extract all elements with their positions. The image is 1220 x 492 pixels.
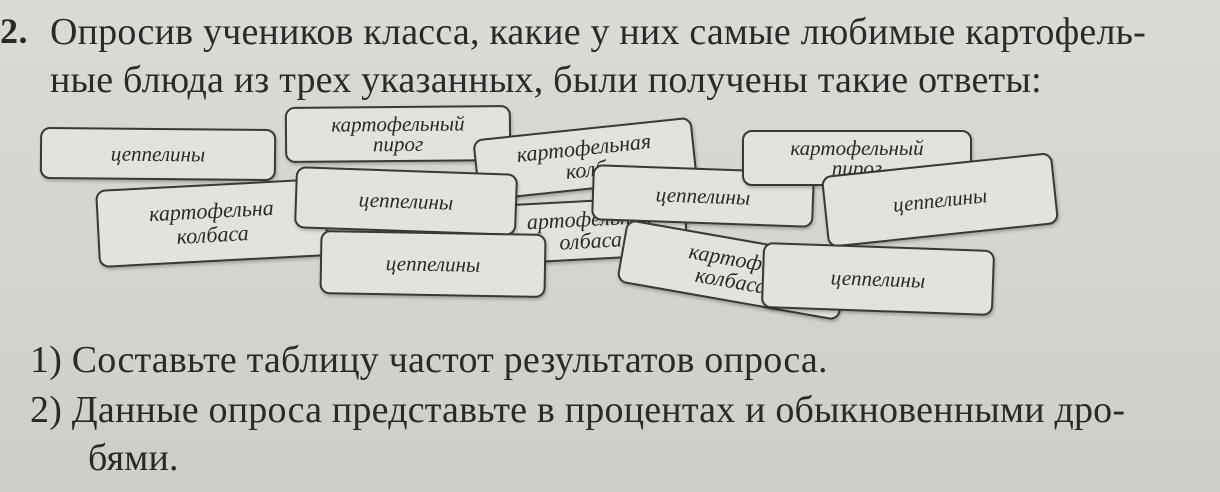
task-text-line-1: Опросив учеников класса, какие у них сам… [50, 11, 1147, 53]
task-text-line-2: ные блюда из трех указанных, были получе… [50, 59, 1042, 101]
answer-card: цеппелины [293, 166, 519, 236]
question-1: 1) Составьте таблицу частот результатов … [30, 339, 828, 381]
task-number: 2. [0, 11, 28, 51]
question-2: 2) Данные опроса представьте в процентах… [30, 389, 1126, 431]
answer-card: цеппелины [39, 126, 277, 182]
answer-card: картофельна колбаса [95, 178, 329, 268]
answer-card: цеппелины [760, 241, 996, 317]
question-2-continuation: бями. [88, 437, 179, 479]
answer-card: цеппелины [319, 230, 547, 298]
